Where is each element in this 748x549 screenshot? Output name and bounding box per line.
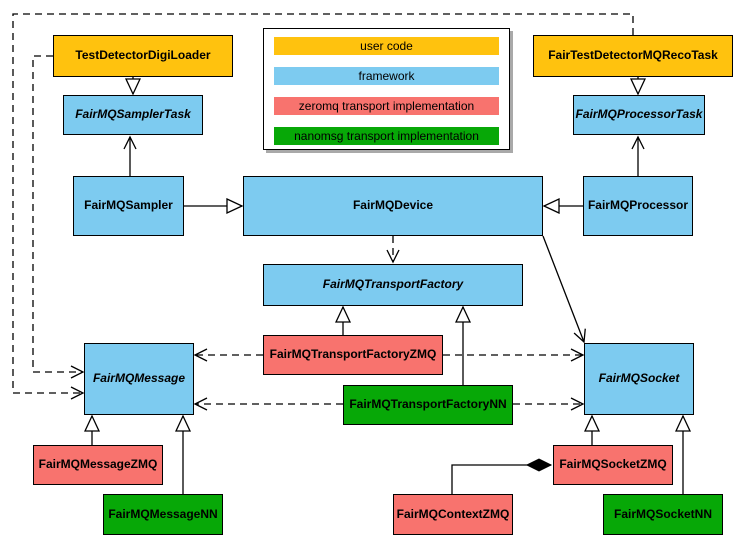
node-fairmqprocessor: FairMQProcessor <box>583 176 693 236</box>
node-fairmqtransportfactorynn: FairMQTransportFactoryNN <box>343 385 513 425</box>
node-label: FairMQSocketZMQ <box>559 457 667 472</box>
legend-item-nanomsg: nanomsg transport implementation <box>274 127 499 145</box>
node-fairmqsampler: FairMQSampler <box>73 176 184 236</box>
legend-label-zeromq: zeromq transport implementation <box>298 99 475 113</box>
node-label: FairMQContextZMQ <box>396 506 510 521</box>
node-fairmqmessagenn: FairMQMessageNN <box>103 494 223 535</box>
node-label: FairTestDetectorMQRecoTask <box>548 48 718 63</box>
node-label: FairMQTransportFactoryZMQ <box>269 347 437 362</box>
node-label: FairMQSampler <box>84 198 173 213</box>
edge-contextzmq-to-socketzmq <box>451 458 553 494</box>
node-fairmqsocketnn: FairMQSocketNN <box>603 494 723 535</box>
node-testdetectordigiloader: TestDetectorDigiLoader <box>53 35 233 77</box>
node-label: FairMQMessageZMQ <box>38 457 158 472</box>
node-fairmqtransportfactory: FairMQTransportFactory <box>263 264 523 306</box>
node-label: FairMQTransportFactoryNN <box>349 397 507 412</box>
node-label: FairMQMessage <box>92 371 186 386</box>
node-label: FairMQSamplerTask <box>75 107 191 122</box>
legend-item-user-code: user code <box>274 37 499 55</box>
legend-label-user-code: user code <box>360 39 413 53</box>
node-label: FairMQProcessorTask <box>575 107 703 122</box>
node-fairmqcontextzmq: FairMQContextZMQ <box>393 494 513 535</box>
edge-recotask-to-message <box>12 13 634 400</box>
node-fairmqsamplertask: FairMQSamplerTask <box>63 95 203 135</box>
node-label: FairMQMessageNN <box>108 506 218 521</box>
legend-label-framework: framework <box>358 69 415 83</box>
node-label: FairMQSocket <box>598 371 680 386</box>
edge-digiloader-to-message <box>32 55 85 379</box>
legend-item-framework: framework <box>274 67 499 85</box>
edge-device-to-socket <box>542 235 586 344</box>
node-label: FairMQSocketNN <box>613 506 713 521</box>
legend-item-zeromq: zeromq transport implementation <box>274 97 499 115</box>
node-label: FairMQDevice <box>352 198 434 213</box>
node-fairmqtransportfactoryzmq: FairMQTransportFactoryZMQ <box>263 335 443 375</box>
node-label: FairMQProcessor <box>587 198 689 213</box>
node-fairmqsocketzmq: FairMQSocketZMQ <box>553 445 673 485</box>
legend: user code framework zeromq transport imp… <box>263 28 510 150</box>
node-fairmqmessagezmq: FairMQMessageZMQ <box>33 445 163 485</box>
node-fairmqprocessortask: FairMQProcessorTask <box>573 95 705 135</box>
node-label: TestDetectorDigiLoader <box>75 48 211 63</box>
node-fairtestdetectormqrecotask: FairTestDetectorMQRecoTask <box>533 35 733 77</box>
node-label: FairMQTransportFactory <box>322 277 464 292</box>
node-fairmqdevice: FairMQDevice <box>243 176 543 236</box>
legend-label-nanomsg: nanomsg transport implementation <box>294 129 479 143</box>
node-fairmqmessage: FairMQMessage <box>84 343 194 415</box>
node-fairmqsocket: FairMQSocket <box>584 343 694 415</box>
